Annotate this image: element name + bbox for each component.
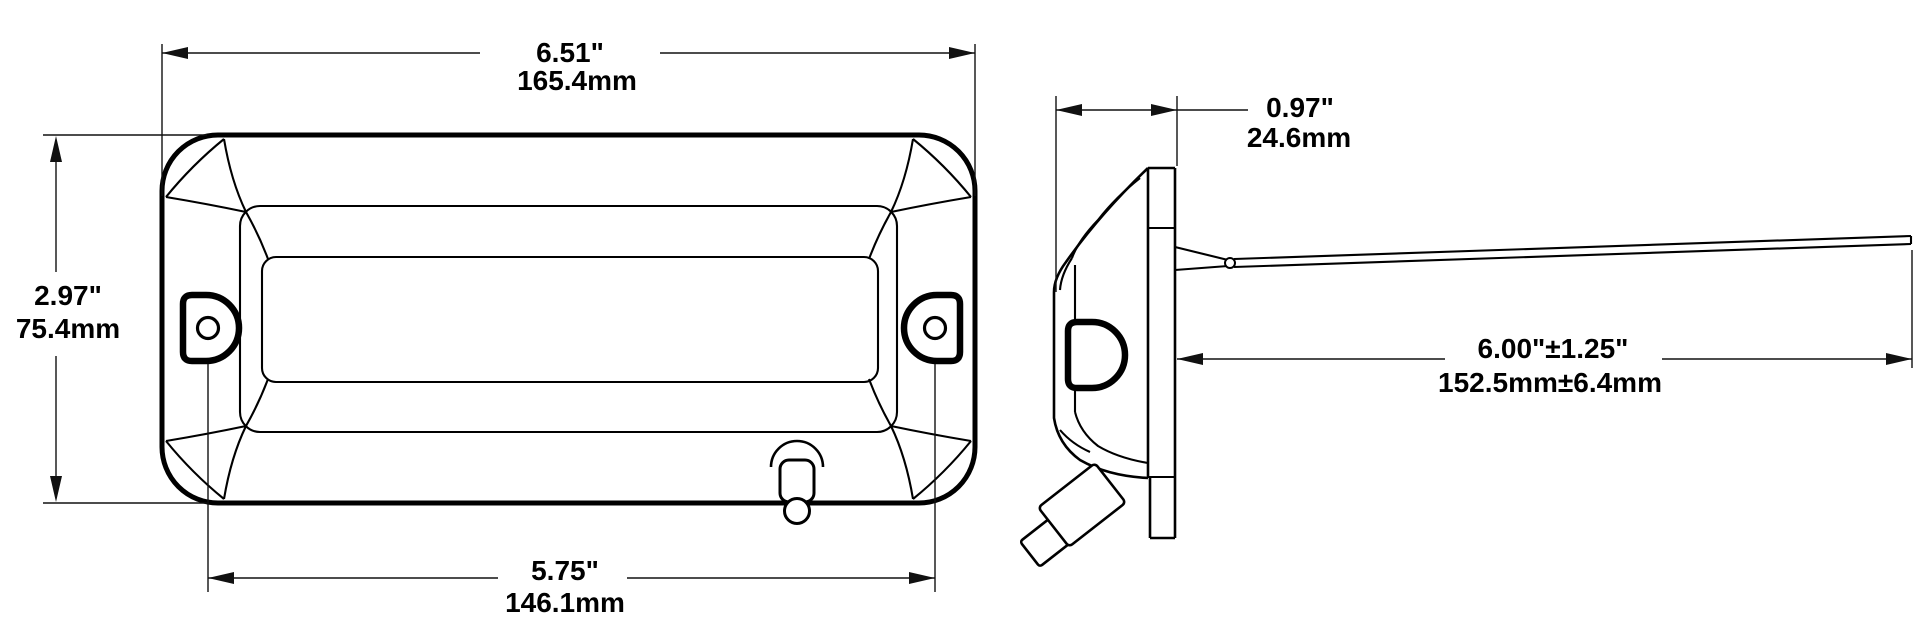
dim-width-mm: 165.4mm xyxy=(517,65,637,96)
corner-web-bottom-left xyxy=(165,378,269,500)
dimension-height: 2.97" 75.4mm xyxy=(16,134,207,504)
mounting-hole-left xyxy=(195,315,221,341)
dim-depth-inches: 0.97" xyxy=(1266,92,1334,123)
wire-kink xyxy=(1224,257,1236,269)
dim-wire-mm: 152.5mm±6.4mm xyxy=(1438,367,1662,398)
side-view xyxy=(1019,166,1913,567)
corner-web-top-left xyxy=(165,138,269,260)
front-view xyxy=(159,132,978,592)
dimension-width: 6.51" 165.4mm xyxy=(161,37,976,196)
dimension-depth: 0.97" 24.6mm xyxy=(1055,92,1351,292)
lens-outline xyxy=(260,255,880,384)
housing-outline xyxy=(159,132,978,506)
dim-spacing-mm: 146.1mm xyxy=(505,587,625,618)
dimension-wire-length: 6.00"±1.25" 152.5mm±6.4mm xyxy=(1177,250,1913,398)
mounting-bracket-side xyxy=(1064,318,1129,392)
connector-side xyxy=(1019,463,1126,567)
bezel-outline xyxy=(238,204,899,434)
corner-web-top-right xyxy=(868,138,972,260)
mounting-bracket-left xyxy=(179,291,243,365)
dim-width-inches: 6.51" xyxy=(536,37,604,68)
corner-web-bottom-right xyxy=(868,378,972,500)
mounting-bracket-right xyxy=(900,291,964,365)
dim-spacing-inches: 5.75" xyxy=(531,555,599,586)
dim-wire-inches: 6.00"±1.25" xyxy=(1478,333,1629,364)
wire xyxy=(1174,234,1913,272)
dim-depth-mm: 24.6mm xyxy=(1247,122,1351,153)
mounting-hole-right xyxy=(922,315,948,341)
dimension-mounting-spacing: 5.75" 146.1mm xyxy=(208,555,935,618)
connector-tip xyxy=(783,497,811,525)
dim-height-mm: 75.4mm xyxy=(16,313,120,344)
dim-height-inches: 2.97" xyxy=(34,280,102,311)
connector-front xyxy=(769,439,825,525)
